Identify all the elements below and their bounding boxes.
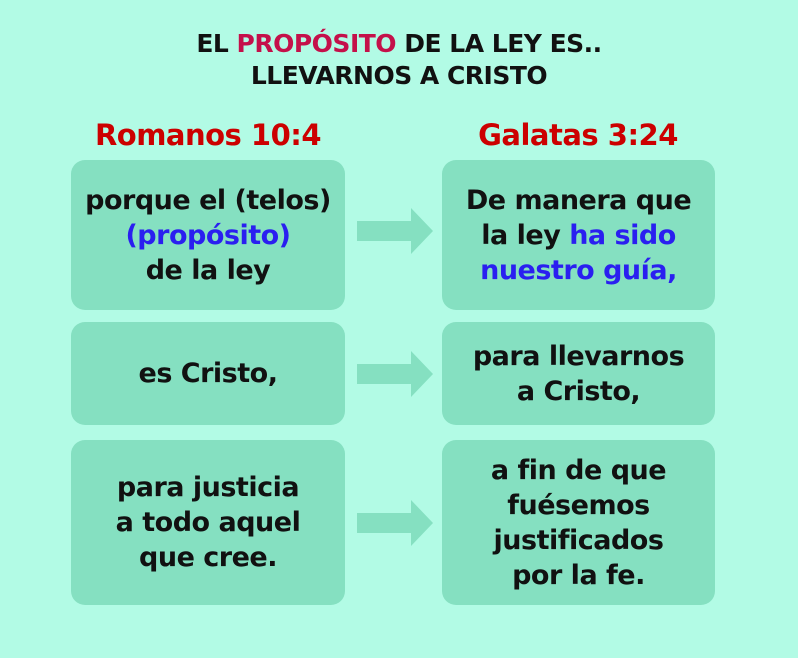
title-text: DE LA LEY ES.. bbox=[396, 29, 602, 58]
arrow-right-icon bbox=[357, 208, 433, 254]
box-text: porque el (telos) bbox=[85, 184, 331, 216]
box-text: nuestro guía, bbox=[480, 254, 677, 286]
left-box-1: porque el (telos)(propósito)de la ley bbox=[71, 160, 345, 310]
box-text: para llevarnos bbox=[472, 340, 685, 372]
box-text: ha sido bbox=[569, 219, 676, 251]
left-column-heading: Romanos 10:4 bbox=[94, 118, 322, 152]
box-text: de la ley bbox=[145, 254, 271, 286]
box-text: es Cristo, bbox=[138, 358, 278, 389]
box-text: (propósito) bbox=[125, 219, 291, 251]
box-text: que cree. bbox=[139, 542, 277, 573]
left-box-3: para justicia a todo aquel que cree. bbox=[71, 440, 345, 605]
right-column-heading: Galatas 3:24 bbox=[478, 118, 678, 152]
box-text: la ley bbox=[481, 219, 570, 251]
box-text: a Cristo, bbox=[516, 375, 641, 407]
box-text: para justicia bbox=[116, 472, 300, 503]
arrow-right-icon bbox=[357, 500, 433, 546]
title-text: EL bbox=[196, 29, 237, 58]
title-highlight: PROPÓSITO bbox=[236, 29, 397, 58]
box-text: fuésemos bbox=[507, 489, 650, 521]
box-text: De manera que bbox=[465, 184, 692, 216]
arrow-right-icon bbox=[357, 351, 433, 397]
box-text: justificados bbox=[493, 524, 664, 556]
page-title: EL PROPÓSITO DE LA LEY ES.. LLEVARNOS A … bbox=[0, 28, 798, 92]
box-text: a fin de que bbox=[490, 454, 667, 486]
box-text: a todo aquel bbox=[115, 507, 301, 538]
title-line2: LLEVARNOS A CRISTO bbox=[250, 61, 548, 90]
box-text: por la fe. bbox=[512, 559, 645, 591]
left-box-2: es Cristo, bbox=[71, 322, 345, 425]
